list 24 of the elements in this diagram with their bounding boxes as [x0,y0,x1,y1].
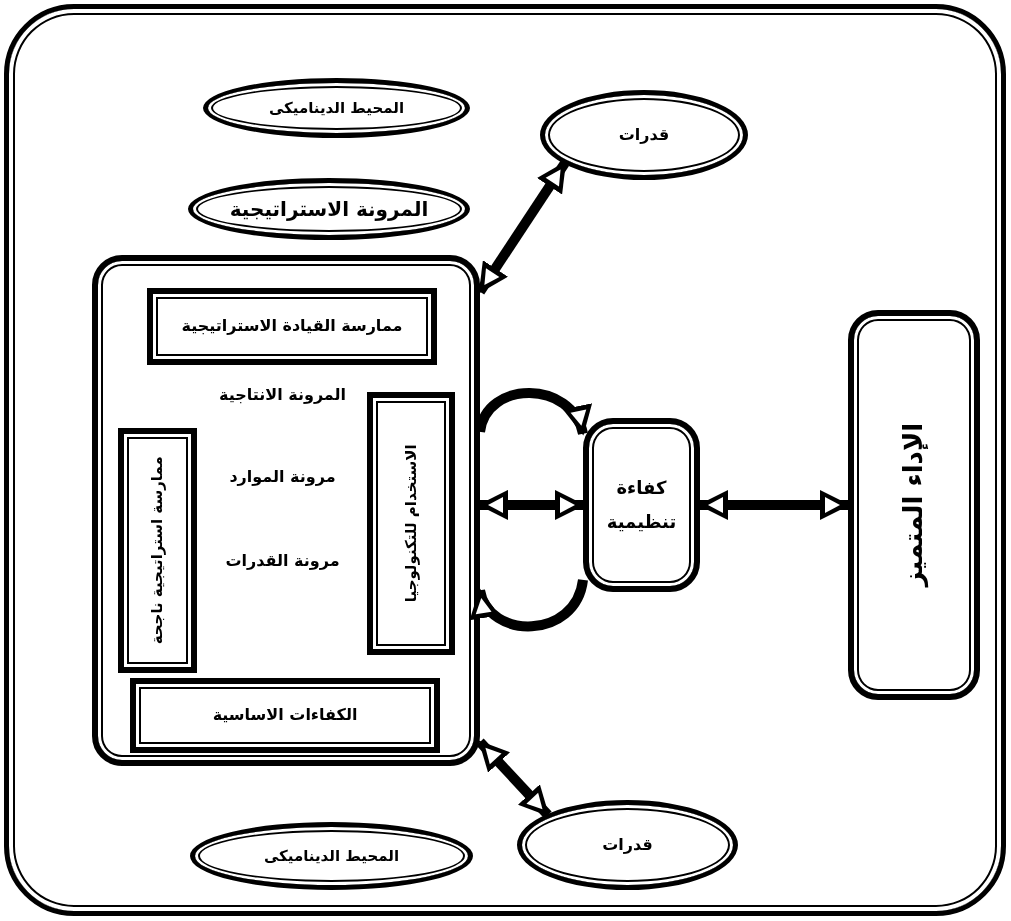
node-text: المحيط الديناميكى [262,845,401,867]
node-text: قدرات [617,123,671,146]
node-text: الكفاءات الاساسية [211,704,359,727]
double-arrow [698,490,850,520]
node-text: الإداء المتميز [897,423,930,587]
double-arrow [478,489,585,520]
rectangle-node [118,428,197,673]
node-text: ممارسة استراتيجية ناجحة [147,456,168,645]
node-text: الاستخدام للتكنولوجيا [400,444,421,603]
rectangle-node [147,288,437,365]
double-arrow [476,738,552,819]
rectangle-node [367,392,455,655]
node-text: ممارسة القيادة الاستراتيجية [180,315,404,338]
node-text: المرونة الاستراتيجية [228,196,430,223]
node-text: كفاءة تنظيمية [605,475,678,534]
text-label: مرونة القدرات [224,550,341,572]
node-text: المحيط الديناميكى [267,97,406,119]
text-label: المرونة الانتاجية [217,384,348,406]
text-label: مرونة الموارد [228,466,337,488]
rounded-box [583,418,700,592]
rounded-box [848,310,980,700]
node-text: قدرات [601,833,654,856]
rounded-box [92,255,480,766]
rectangle-node [130,678,440,753]
